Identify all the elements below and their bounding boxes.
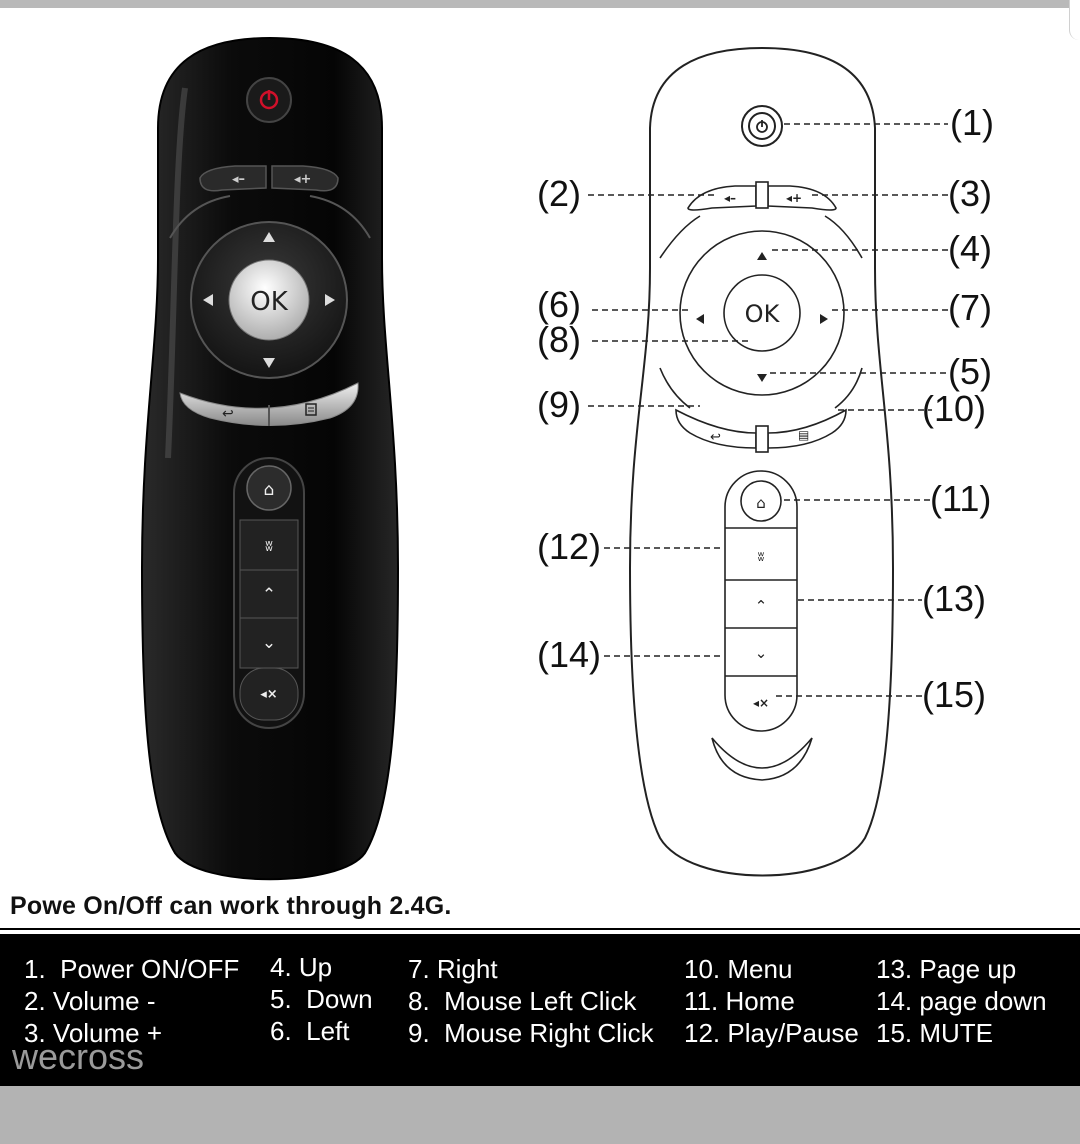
mute-icon: ◂× — [260, 687, 277, 702]
page-down-button — [239, 617, 299, 669]
divider — [0, 928, 1080, 934]
legend-item: 9. Mouse Right Click — [408, 1018, 654, 1048]
outline-volume-up-icon: ◂+ — [786, 191, 802, 205]
legend-item: 14. page down — [876, 986, 1047, 1016]
callout-10: (10) — [922, 388, 986, 429]
outline-menu-icon: ▤ — [798, 428, 809, 442]
callout-6: (6) — [537, 284, 581, 325]
up-arrow-icon — [263, 232, 275, 242]
callout-7: (7) — [948, 287, 992, 328]
watermark: wecross — [12, 1036, 145, 1077]
left-arrow-icon — [203, 294, 213, 306]
callout-5: (5) — [948, 351, 992, 392]
ring-arc-top — [169, 195, 371, 239]
legend-item: 2. Volume - — [24, 986, 156, 1016]
outline-mute-icon: ◂× — [753, 696, 769, 710]
leader-lines — [588, 123, 948, 697]
outline-right-icon — [820, 314, 828, 324]
back-icon: ↩ — [222, 406, 234, 422]
callout-8: (8) — [537, 319, 581, 360]
outline-remote — [628, 46, 895, 877]
legend-item: 8. Mouse Left Click — [408, 986, 637, 1016]
outline-ok-label: OK — [745, 300, 781, 328]
volume-up-icon: ◂+ — [294, 172, 311, 187]
callout-9: (9) — [537, 384, 581, 425]
outline-up-icon — [757, 252, 767, 260]
home-button — [246, 465, 292, 511]
outline-back-icon: ↩ — [710, 430, 721, 445]
caption: Powe On/Off can work through 2.4G. — [10, 892, 452, 920]
callout-13: (13) — [922, 578, 986, 619]
down-arrow-icon — [263, 358, 275, 368]
outline-home-icon: ⌂ — [756, 494, 766, 512]
legend-item: 7. Right — [408, 954, 498, 984]
outline-volume-down-icon: ◂– — [724, 191, 736, 205]
legend-panel: 1. Power ON/OFF 2. Volume - 3. Volume + … — [0, 934, 1080, 1086]
volume-up-button — [271, 165, 339, 192]
outline-left-icon — [696, 314, 704, 324]
mouse-icon: ʬ — [265, 537, 273, 555]
menu-icon — [305, 403, 317, 416]
top-bar — [0, 0, 1080, 8]
power-icon — [259, 90, 279, 110]
outline-remote-body — [628, 46, 895, 877]
callout-15: (15) — [922, 674, 986, 715]
outline-mouse-icon: ʬ — [758, 550, 765, 565]
callout-3: (3) — [948, 173, 992, 214]
remote-figure: ◂– ◂+ OK ↩ ⌂ ʬ ⌃ ⌄ ◂× — [140, 36, 994, 881]
legend-item: 15. MUTE — [876, 1018, 994, 1048]
ok-label: OK — [250, 287, 288, 317]
legend-item: 6. Left — [270, 1016, 350, 1046]
ok-button — [228, 259, 310, 341]
legend-item: 13. Page up — [876, 954, 1017, 984]
mouse-button — [239, 519, 299, 571]
black-remote-highlight — [165, 87, 188, 459]
home-icon: ⌂ — [264, 480, 275, 500]
mute-button — [239, 667, 299, 721]
volume-down-button — [199, 165, 267, 192]
callout-11: (11) — [930, 478, 991, 519]
callout-12: (12) — [537, 526, 601, 567]
bottom-bar — [0, 1086, 1080, 1144]
black-remote: ◂– ◂+ OK ↩ ⌂ ʬ ⌃ ⌄ ◂× — [140, 36, 400, 881]
right-arrow-icon — [325, 294, 335, 306]
legend-item: 10. Menu — [684, 954, 793, 984]
page-up-button — [239, 569, 299, 619]
corner-tab — [1069, 0, 1080, 40]
volume-down-icon: ◂– — [232, 172, 245, 187]
outline-page-up-icon: ⌃ — [755, 597, 768, 615]
callout-1: (1) — [950, 102, 994, 143]
outline-icons: ◂– ◂+ OK ↩ ▤ ⌂ ʬ ⌃ ⌄ ◂× — [696, 191, 828, 710]
legend-item: 4. Up — [270, 952, 333, 982]
callouts: (1) (2) (3) (4) (5) (6) (7) (8) (9) (10)… — [537, 102, 994, 715]
callout-2: (2) — [537, 173, 581, 214]
outline-down-icon — [757, 374, 767, 382]
legend-item: 1. Power ON/OFF — [24, 954, 240, 984]
legend-item: 12. Play/Pause — [684, 1018, 859, 1048]
callout-14: (14) — [537, 634, 601, 675]
legend-item: 5. Down — [270, 984, 373, 1014]
page-up-icon: ⌃ — [262, 585, 276, 605]
legend-item: 11. Home — [684, 986, 795, 1016]
legend-item: 3. Volume + — [24, 1018, 163, 1048]
page-down-icon: ⌄ — [262, 633, 276, 653]
outline-page-down-icon: ⌄ — [755, 644, 768, 662]
callout-4: (4) — [948, 228, 992, 269]
